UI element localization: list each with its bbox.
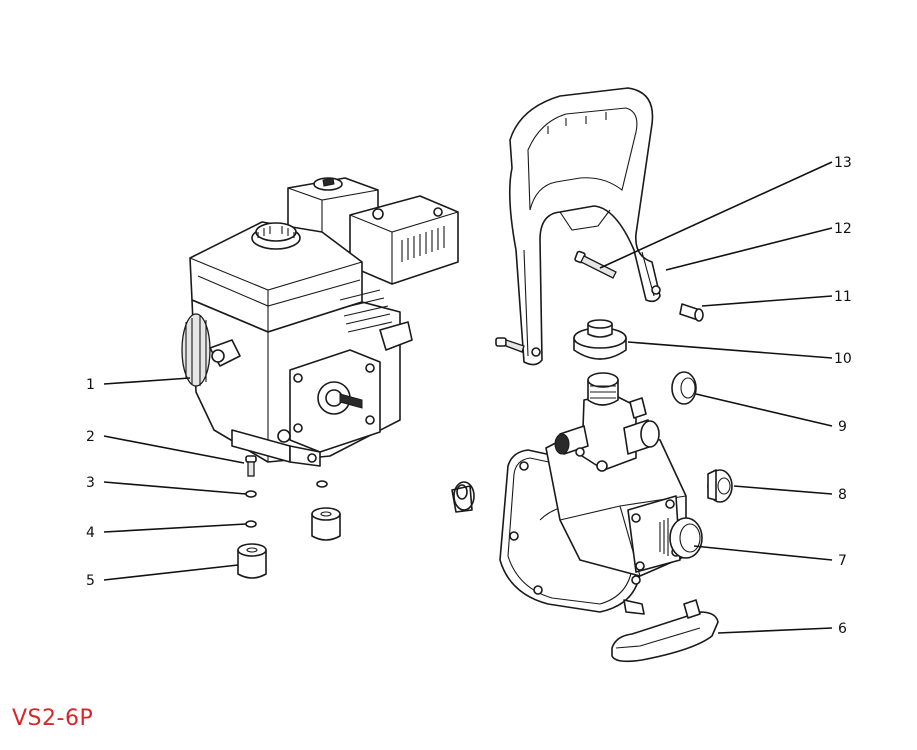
callout-2: 2	[86, 429, 95, 445]
callout-8: 8	[838, 487, 847, 503]
drain-plug	[451, 481, 475, 513]
callout-13: 13	[834, 155, 852, 171]
washer-right	[316, 480, 328, 488]
union-nut	[671, 371, 697, 405]
model-code: VS2-6P	[12, 706, 94, 731]
washer-large	[245, 490, 257, 498]
engine-bolt	[245, 455, 257, 477]
callout-12: 12	[834, 221, 852, 237]
callout-11: 11	[834, 289, 852, 305]
callout-1: 1	[86, 377, 95, 393]
rubber-mount-left	[237, 543, 267, 579]
callout-labels: 1 2 3 4 5 6 7 8 9 10 11 12 13	[86, 155, 852, 637]
callout-7: 7	[838, 553, 847, 569]
callout-9: 9	[838, 419, 847, 435]
callout-4: 4	[86, 525, 95, 541]
callout-3: 3	[86, 475, 95, 491]
handle-frame	[508, 87, 661, 366]
callout-5: 5	[86, 573, 95, 589]
pump-bracket	[611, 599, 719, 663]
callout-6: 6	[838, 621, 847, 637]
rubber-mount-right	[311, 507, 341, 541]
leader-lines	[103, 161, 833, 634]
priming-cap	[573, 319, 627, 360]
spacer-bushing	[679, 303, 704, 322]
engine-assembly	[181, 177, 459, 467]
callout-10: 10	[834, 351, 852, 367]
washer-small	[245, 520, 257, 528]
pump-body	[499, 372, 703, 615]
drain-cap	[707, 469, 733, 503]
frame-bolt	[495, 337, 525, 353]
long-bolt	[574, 250, 617, 279]
